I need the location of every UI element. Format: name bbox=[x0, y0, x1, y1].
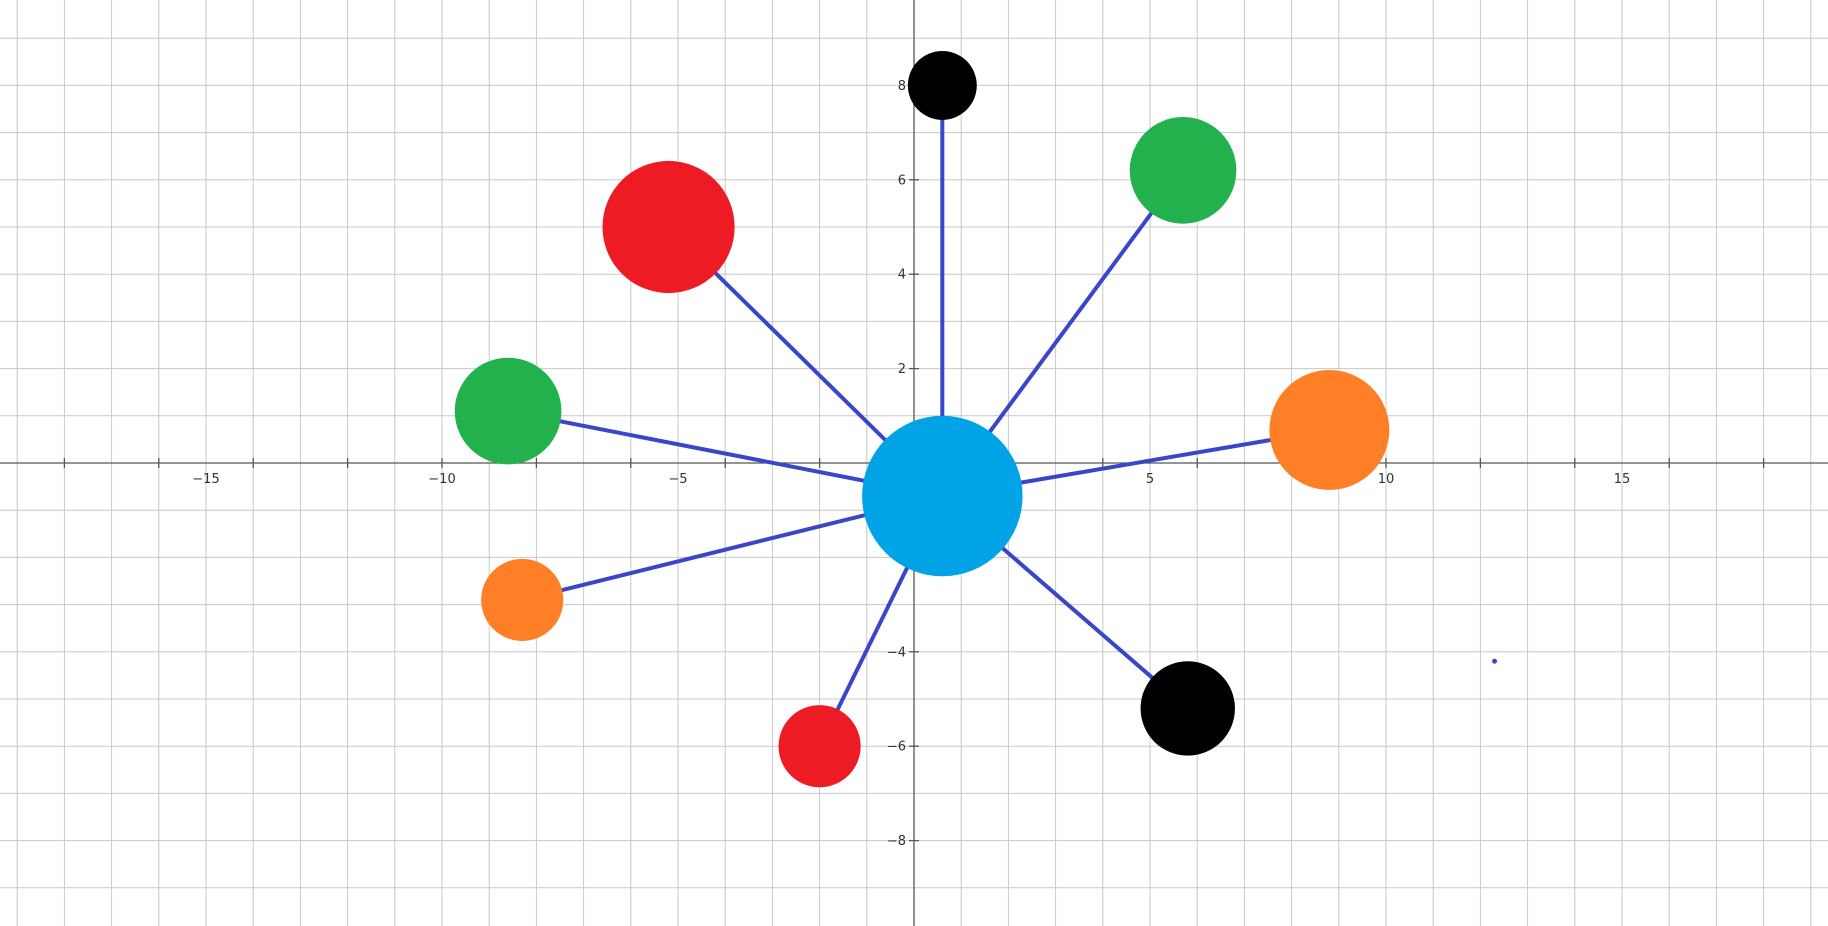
node-red-bottom[interactable] bbox=[778, 705, 861, 788]
x-tick-label: 10 bbox=[1378, 472, 1395, 487]
y-tick-label: −8 bbox=[887, 834, 906, 849]
axis-ticks: −15 −10 −5 5 10 15 −8 −6 −4 2 4 6 8 bbox=[63, 79, 1765, 849]
x-tick-label: −10 bbox=[428, 472, 455, 487]
node-orange-left[interactable] bbox=[481, 558, 564, 641]
x-tick-label: 5 bbox=[1146, 472, 1154, 487]
y-tick-label: 4 bbox=[898, 268, 906, 283]
node-green-top-right[interactable] bbox=[1129, 117, 1237, 224]
node-black-top[interactable] bbox=[907, 50, 977, 120]
node-orange-right[interactable] bbox=[1269, 370, 1390, 490]
node-green-left[interactable] bbox=[454, 357, 562, 465]
x-tick-label: −15 bbox=[192, 472, 219, 487]
y-tick-label: −4 bbox=[887, 645, 906, 660]
hub-node[interactable] bbox=[862, 415, 1023, 577]
node-red-top-left[interactable] bbox=[602, 160, 735, 294]
x-tick-label: 15 bbox=[1614, 472, 1631, 487]
node-black-bottom-right[interactable] bbox=[1140, 661, 1235, 756]
points bbox=[1492, 658, 1498, 664]
small-point[interactable] bbox=[1492, 658, 1498, 664]
y-tick-label: 2 bbox=[898, 362, 906, 377]
x-tick-label: −5 bbox=[668, 472, 687, 487]
nodes bbox=[454, 50, 1390, 788]
y-tick-label: 8 bbox=[898, 79, 906, 94]
y-tick-label: −6 bbox=[887, 740, 906, 755]
y-tick-label: 6 bbox=[898, 173, 906, 188]
